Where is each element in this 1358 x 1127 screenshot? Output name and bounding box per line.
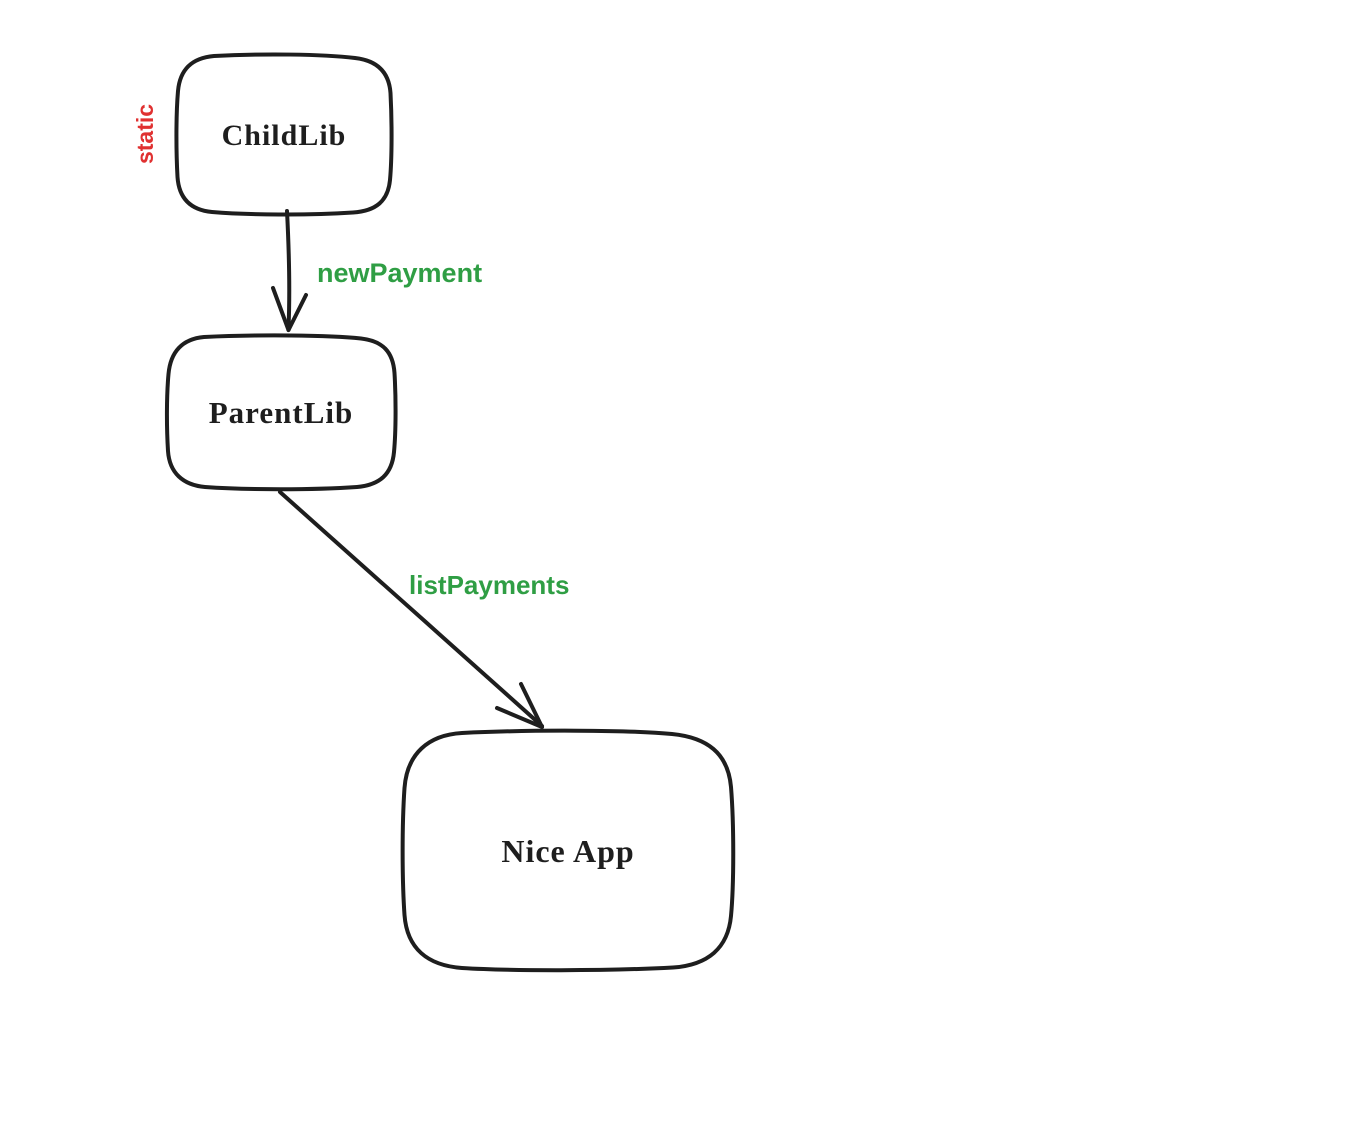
arrow-newpayment	[271, 209, 308, 332]
childlib-box	[174, 52, 394, 217]
arrow-listpayments	[278, 490, 544, 729]
niceapp-box	[400, 728, 736, 973]
parentlib-box	[164, 333, 398, 492]
